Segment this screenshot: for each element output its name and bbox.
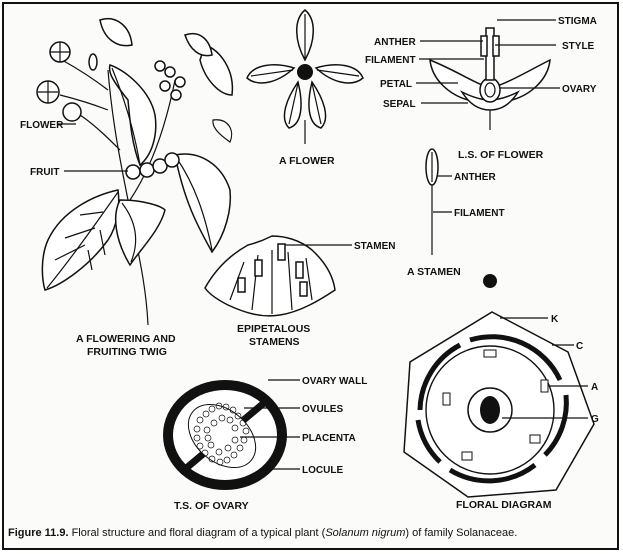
caption-ts-ovary: T.S. OF OVARY [174,500,249,512]
label-ls-ovary: OVARY [562,84,597,95]
label-fd-c: C [576,341,583,352]
caption-text-after: ) of family Solanaceae. [405,527,518,539]
label-ts-ovules: OVULES [302,404,343,415]
flowering-twig [36,18,234,326]
label-ts-placenta: PLACENTA [302,433,356,444]
label-stamen-anther: ANTHER [454,172,496,183]
ts-ovary-drawing [163,380,287,490]
label-twig-flower: FLOWER [20,120,64,131]
caption-species: Solanum nigrum [325,527,406,539]
figure-caption: Figure 11.9. Floral structure and floral… [8,527,613,539]
caption-text-before: Floral structure and floral diagram of a… [68,527,326,539]
caption-floral-diagram: FLORAL DIAGRAM [456,499,552,511]
caption-ls-flower: L.S. OF FLOWER [458,149,544,161]
label-epi-stamen: STAMEN [354,241,395,252]
caption-twig-line-1: A FLOWERING AND [76,333,176,345]
flower-drawing [246,9,364,144]
caption-figure-number: Figure 11.9. [8,527,69,539]
label-ls-petal: PETAL [380,79,412,90]
caption-epi-line-1: EPIPETALOUS [237,323,310,335]
label-ts-ovary-wall: OVARY WALL [302,376,367,387]
label-ls-sepal: SEPAL [383,99,416,110]
label-ls-anther: ANTHER [374,37,416,48]
ls-flower-drawing [429,27,551,130]
dot-mark [483,274,497,288]
caption-stamen: A STAMEN [407,266,461,278]
label-twig-fruit: FRUIT [30,167,59,178]
label-fd-k: K [551,314,559,325]
stamen-drawing [425,148,439,255]
label-ls-stigma: STIGMA [558,16,597,27]
epipetalous-drawing [204,235,336,317]
caption-epi-line-2: STAMENS [249,336,300,348]
label-fd-g: G [591,414,599,425]
label-fd-a: A [591,382,598,393]
floral-diagram-drawing [403,311,595,498]
label-ls-style: STYLE [562,41,595,52]
label-ls-filament: FILAMENT [365,55,416,66]
caption-flower: A FLOWER [279,155,335,167]
caption-twig-line-2: FRUITING TWIG [87,346,167,358]
label-ts-locule: LOCULE [302,465,343,476]
label-stamen-filament: FILAMENT [454,208,505,219]
